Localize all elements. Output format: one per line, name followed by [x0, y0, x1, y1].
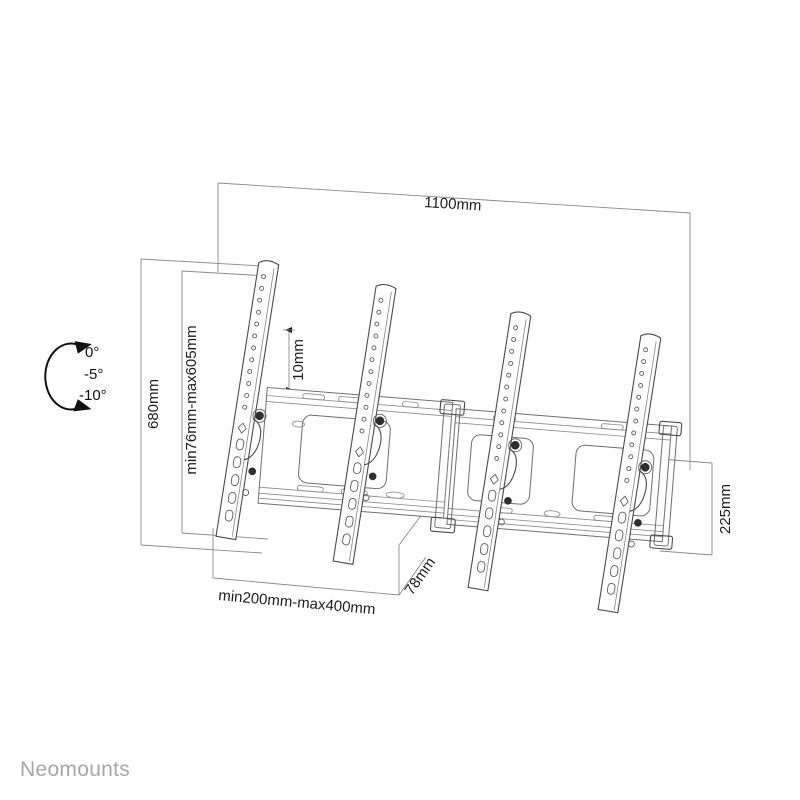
rail-3-hole-column — [476, 325, 519, 573]
dim-label-680mm: 680mm — [145, 379, 162, 429]
dim-76-605mm: min76mm-max605mm — [181, 270, 269, 540]
tilt-arrow-down-icon — [73, 399, 92, 412]
rail-3-pivot-hardware — [497, 438, 523, 526]
dim-label-225mm: 225mm — [717, 484, 734, 534]
rail-1-pivot-hardware — [242, 408, 267, 497]
dim-1100mm: 1100mm — [217, 182, 691, 470]
tilt-angle-10: -10° — [79, 387, 107, 404]
rail-4-hole-column — [606, 347, 649, 595]
dim-label-78mm: 78mm — [401, 554, 439, 598]
dim-label-min76-max605: min76mm-max605mm — [183, 325, 200, 474]
dim-label-1100mm: 1100mm — [424, 194, 482, 215]
tilt-angle-indicator: 0° -5° -10° — [44, 341, 107, 412]
dim-label-min200-max400: min200mm-max400mm — [218, 587, 376, 618]
rail-1-hole-column — [224, 274, 267, 522]
plate-centre-joiner — [429, 399, 466, 534]
tv-rail-1 — [215, 260, 280, 541]
tv-rail-3 — [467, 311, 532, 592]
dim-label-10mm: 10mm — [290, 339, 307, 381]
dim-200-400mm: min200mm-max400mm — [212, 528, 400, 618]
tilt-arrow-up-icon — [74, 341, 92, 354]
dim-680mm: 680mm — [140, 258, 263, 554]
tilt-angle-5: -5° — [84, 366, 103, 383]
plate-right-endcap — [649, 420, 683, 550]
tv-rail-2 — [332, 283, 397, 565]
dim-10mm: 10mm — [283, 327, 307, 393]
rail-4-pivot-hardware — [627, 460, 653, 548]
tv-rail-4 — [597, 333, 662, 614]
rail-2-hole-column — [342, 297, 384, 546]
tilt-angle-0: 0° — [85, 344, 99, 361]
rail-2-pivot-hardware — [362, 413, 387, 502]
brand-logo: Neomounts — [20, 758, 131, 781]
